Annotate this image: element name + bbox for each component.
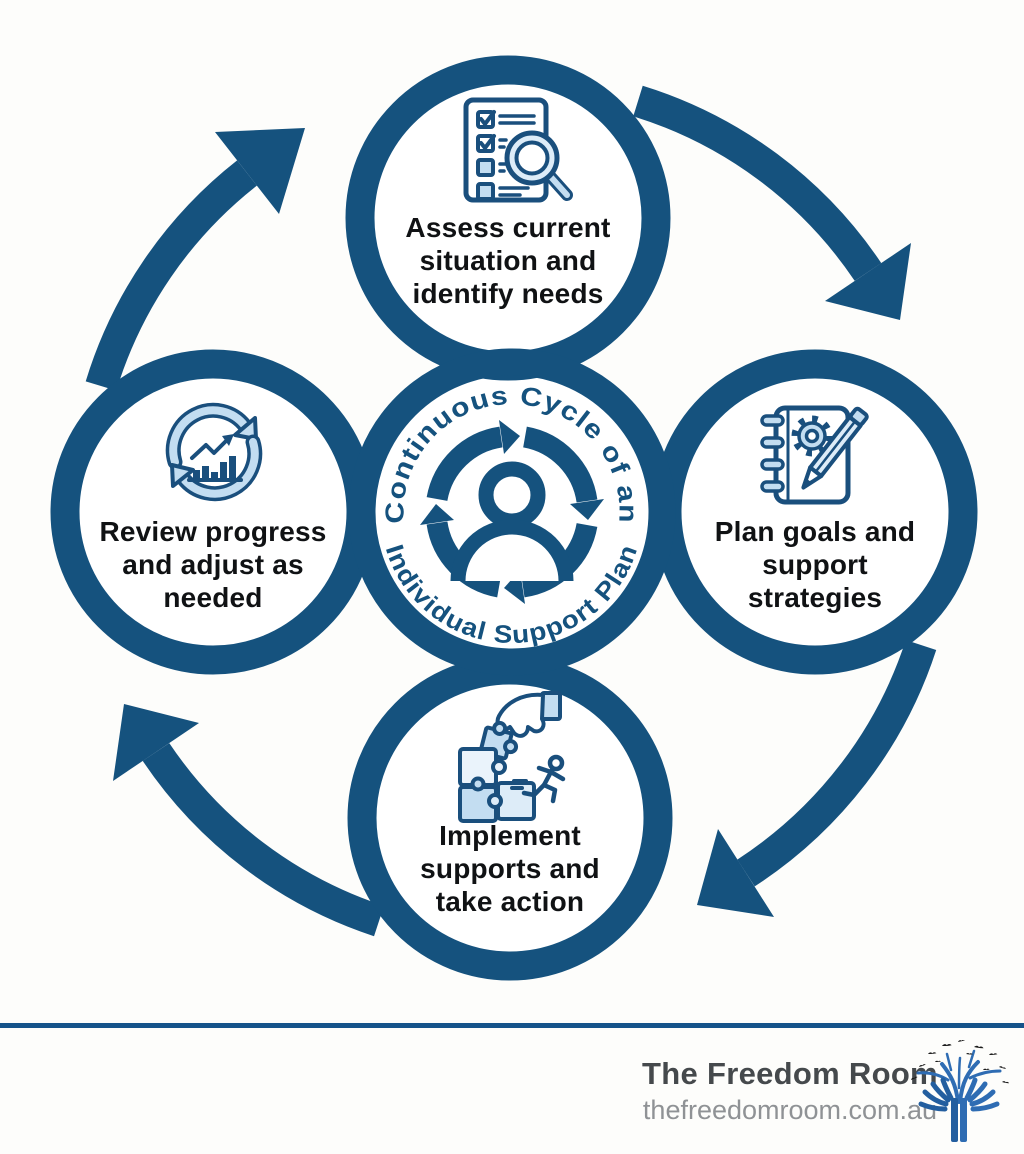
person-icon [450, 461, 574, 582]
refresh-chart-icon [165, 402, 263, 502]
footer-brand: The Freedom Room [642, 1056, 938, 1091]
node-label-plan: Plan goals and support strategies [714, 516, 916, 613]
footer-website: thefreedomroom.com.au [642, 1095, 938, 1125]
tree-of-hands-logo [911, 1040, 1010, 1142]
flow-arrow-plan-to-implement [697, 640, 937, 917]
flow-arrows [85, 85, 937, 937]
checklist-magnifier-icon [463, 97, 573, 203]
flow-arrow-review-to-assess [85, 128, 305, 391]
footer-divider [0, 1023, 1024, 1028]
runner-icon [510, 754, 566, 804]
notebook-gear-pencil-icon [760, 405, 869, 505]
node-label-assess: Assess current situation and identify ne… [405, 212, 611, 309]
puzzle-hand-runner-icon [458, 691, 566, 823]
gear-icon [791, 415, 833, 457]
footer-text-block: The Freedom Room thefreedomroom.com.au [640, 1056, 940, 1126]
node-label-review: Review progress and adjust as needed [99, 516, 327, 613]
flow-arrow-implement-to-review [113, 704, 385, 937]
node-label-implement: Implement supports and take action [420, 820, 600, 917]
node-icons [165, 97, 869, 823]
flow-arrow-assess-to-plan [633, 85, 911, 320]
hand-icon [495, 692, 546, 738]
birds [911, 1040, 1010, 1084]
bar-chart-icon [187, 434, 243, 482]
pencil-icon [801, 406, 869, 490]
center-ring [348, 348, 676, 676]
cycle-diagram: Continuous Cycle of an Individual Suppor… [50, 55, 978, 981]
